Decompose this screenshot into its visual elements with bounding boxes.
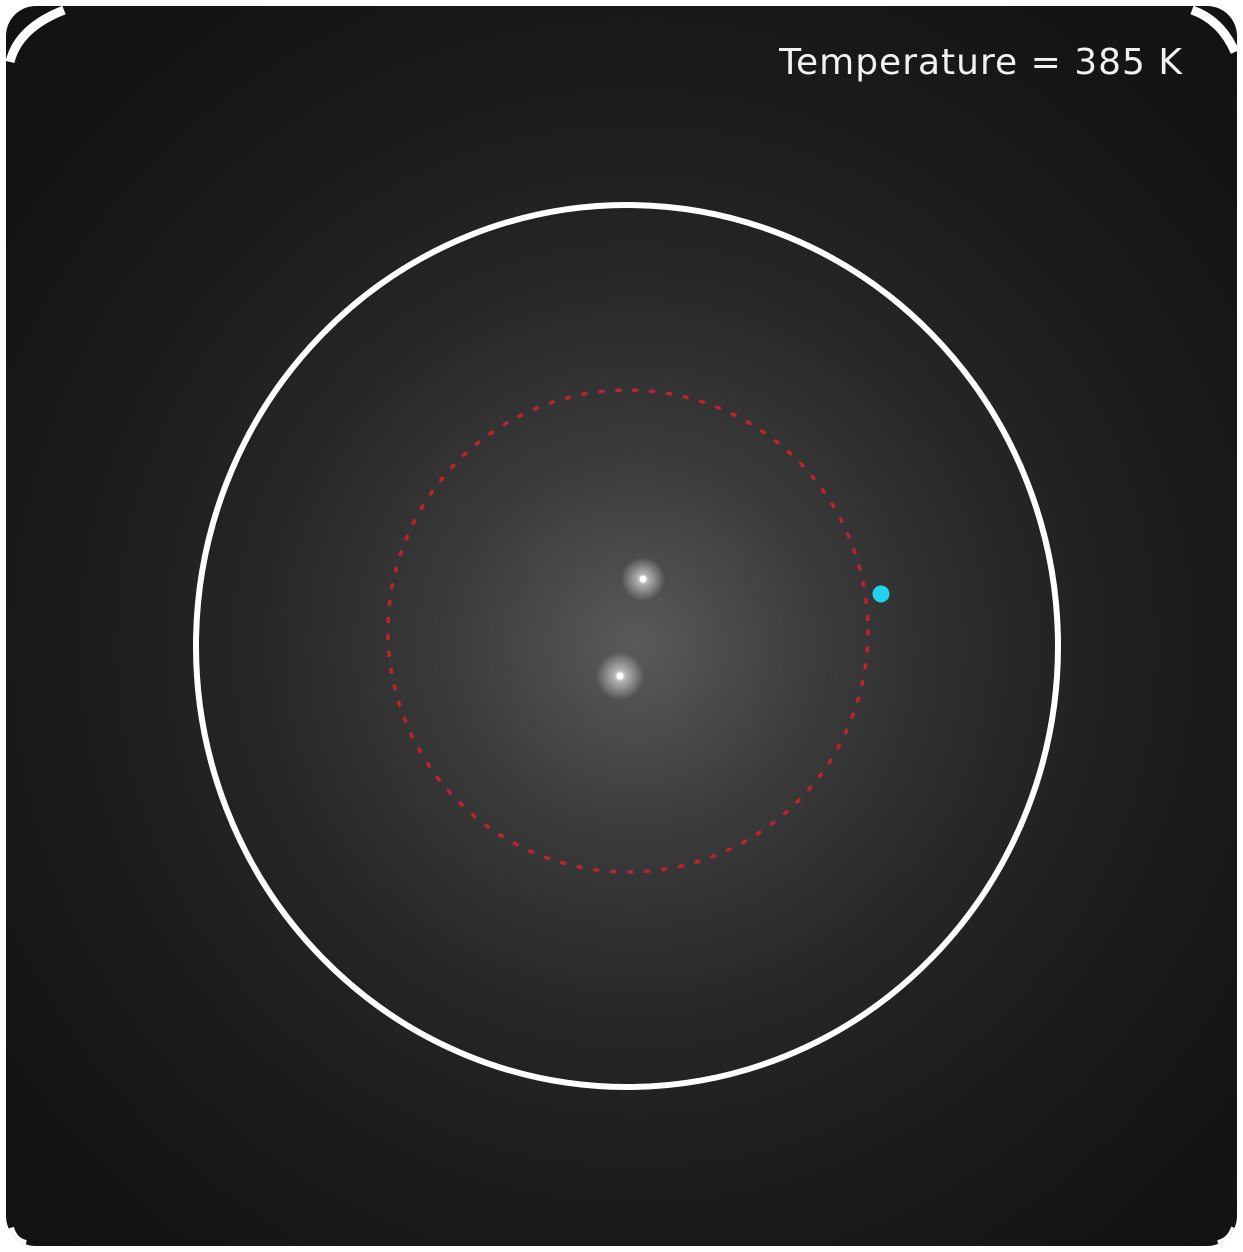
temperature-separator: =: [1018, 42, 1075, 83]
star-upper: [621, 557, 665, 601]
habitable-zone-outer-ring: [193, 202, 1061, 1090]
temperature-readout: Temperature = 385 K: [779, 42, 1183, 83]
orbit-path: [386, 388, 870, 874]
corner-bracket-bottom-left: [6, 1226, 27, 1246]
star-lower: [596, 652, 644, 700]
corner-bracket-top-right: [1190, 6, 1237, 54]
temperature-value: 385: [1074, 42, 1146, 83]
orbit-scene: [6, 6, 1237, 1246]
corner-bracket-bottom-right: [1217, 1226, 1237, 1246]
corner-bracket-top-left: [6, 6, 66, 64]
simulation-viewport: Temperature = 385 K: [6, 6, 1237, 1246]
planet-marker: [872, 585, 890, 603]
temperature-label: Temperature: [779, 42, 1019, 83]
temperature-unit: K: [1158, 42, 1183, 83]
